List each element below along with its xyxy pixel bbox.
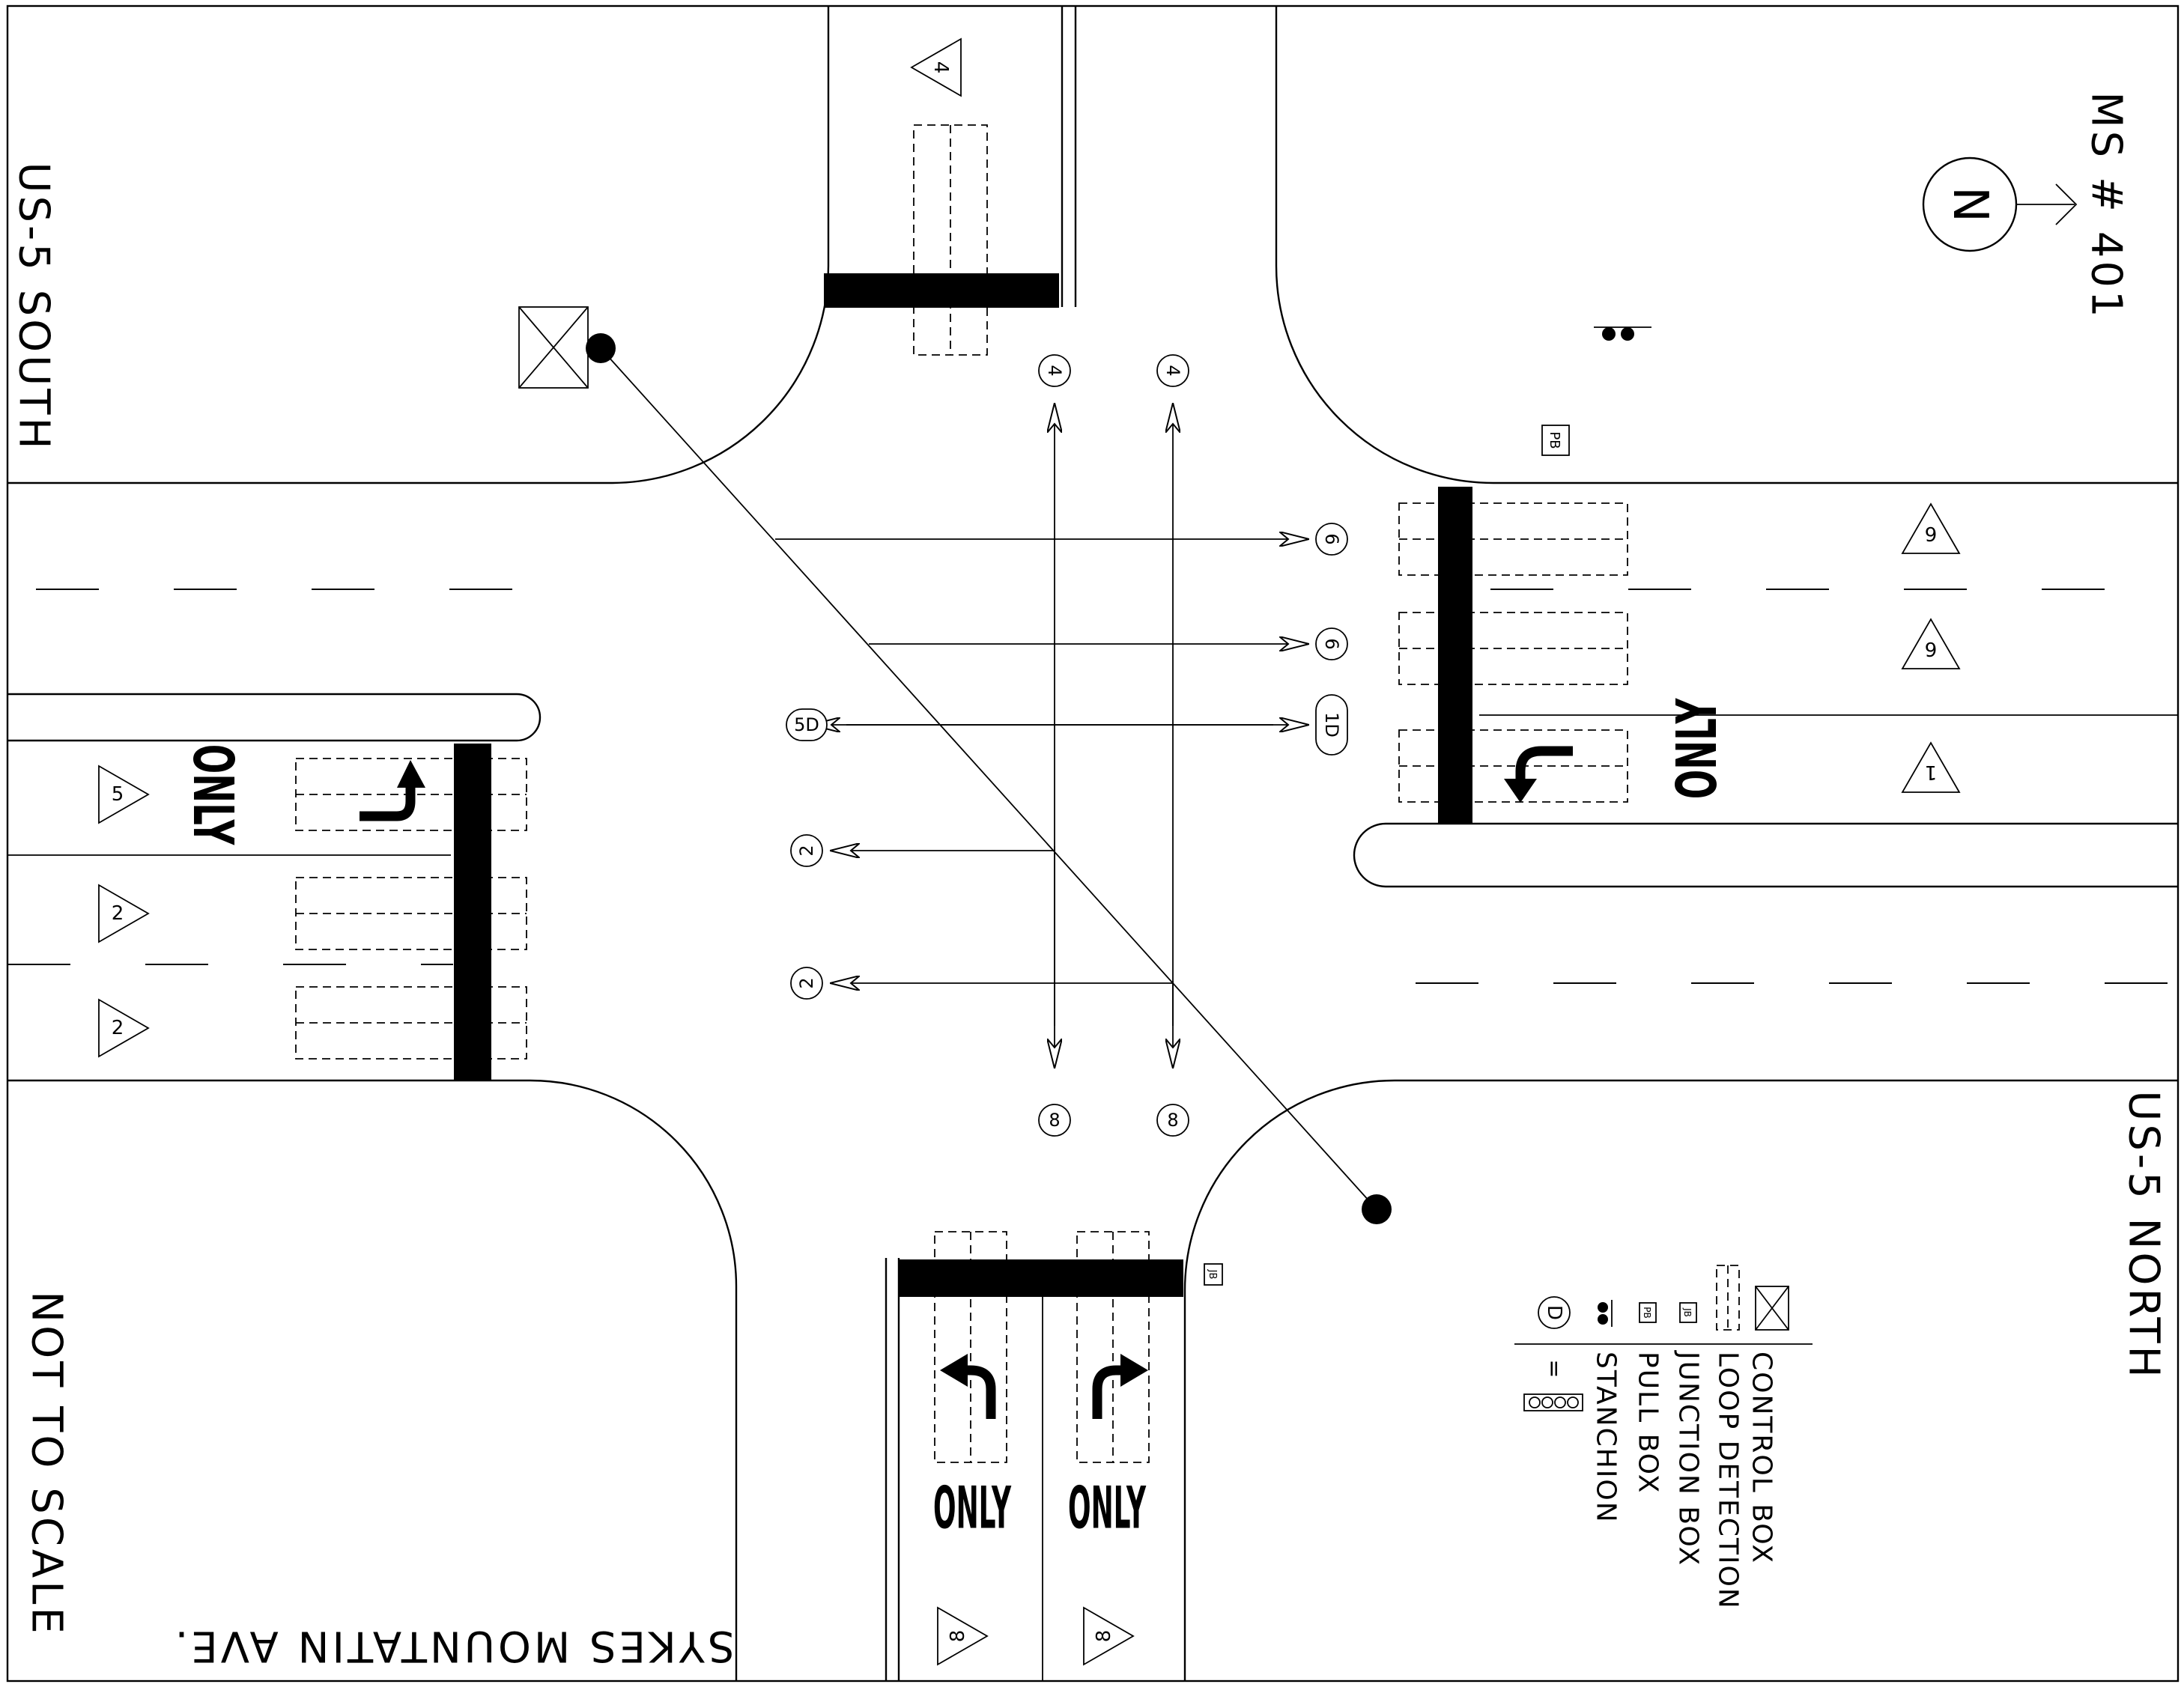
phase-triangle-west-left: 5: [98, 765, 150, 824]
street-label-south: US-5 SOUTH: [10, 162, 58, 452]
legend-control-box-icon: [1755, 1286, 1789, 1331]
legend-item-pull-box: PULL BOX: [1633, 1352, 1663, 1494]
svg-text:4: 4: [1162, 365, 1183, 376]
legend-item-stanchion: STANCHION: [1591, 1352, 1622, 1524]
street-label-north: US-5 NORTH: [2120, 1090, 2168, 1380]
svg-text:2: 2: [796, 977, 817, 988]
legend-pull-box-icon: PB: [1639, 1302, 1657, 1323]
legend-junction-box-icon: JB: [1679, 1302, 1697, 1323]
svg-text:6: 6: [1321, 638, 1342, 649]
legend-item-junction-box: JUNCTION BOX: [1673, 1350, 1704, 1566]
svg-text:8: 8: [947, 1630, 969, 1643]
legend-ped-icon: D: [1538, 1296, 1571, 1329]
phase-circle-east-2: 6: [1315, 627, 1348, 660]
curb-northeast: [1275, 6, 2178, 484]
scale-note: NOT TO SCALE: [22, 1291, 71, 1637]
svg-text:1D: 1D: [1321, 712, 1342, 738]
signal-pole-northwest: [586, 333, 616, 363]
junction-box-icon: JB: [1204, 1263, 1223, 1286]
svg-text:2: 2: [796, 845, 817, 856]
svg-text:2: 2: [112, 902, 124, 925]
only-marking-west: ONLY: [181, 744, 246, 845]
phase-triangle-south-left: 8: [937, 1606, 989, 1666]
legend-ped-signal-icon: [1523, 1393, 1583, 1411]
legend-stanchion-icon: [1598, 1300, 1613, 1327]
controller-cable: [600, 347, 1377, 1210]
phase-circle-west-2: 2: [790, 967, 823, 1000]
only-marking-south-right: ONLY: [1068, 1475, 1147, 1542]
svg-text:4: 4: [1044, 365, 1065, 376]
svg-text:6: 6: [1925, 637, 1938, 660]
phase-triangle-east-2: 6: [1901, 618, 1961, 669]
arrow-east-left-turn: [1504, 746, 1573, 803]
phase-triangle-south-right: 8: [1083, 1606, 1135, 1666]
svg-text:5D: 5D: [794, 714, 819, 735]
phase-triangle-north: 4: [910, 37, 962, 97]
svg-text:JB: JB: [1682, 1307, 1693, 1317]
median-north: [1061, 6, 1077, 307]
legend-equals: =: [1541, 1359, 1568, 1378]
stop-bar-north: [824, 273, 1059, 308]
pull-box-icon: PB: [1541, 425, 1570, 456]
phase-circle-north-1: 4: [1038, 354, 1071, 387]
svg-text:N: N: [1942, 186, 1998, 222]
arrow-west-right-turn: [360, 760, 425, 821]
svg-text:PB: PB: [1642, 1307, 1652, 1318]
arrow-south-right-turn: [1092, 1354, 1148, 1419]
stop-bar-east: [1438, 487, 1472, 824]
phase-circle-west-1: 2: [790, 834, 823, 867]
phase-triangle-west-2: 2: [98, 998, 150, 1058]
curb-southeast: [1183, 1079, 2178, 1681]
svg-text:6: 6: [1925, 522, 1938, 544]
only-marking-south-left: ONLY: [933, 1475, 1012, 1542]
legend-item-loop-detection: LOOP DETECTION: [1713, 1352, 1744, 1610]
curb-southwest: [7, 1079, 738, 1681]
svg-text:8: 8: [1093, 1630, 1115, 1643]
legend: JB PB D = CONTROL BOX LOOP DETECTION JUN…: [1514, 1265, 1813, 1610]
median-west: [7, 693, 542, 742]
signal-vectors: [775, 404, 1308, 1067]
phase-circle-south-1: 8: [1038, 1104, 1071, 1137]
junction-box-label: JB: [1207, 1269, 1218, 1280]
north-arrow: N: [1922, 156, 2078, 252]
legend-item-control-box: CONTROL BOX: [1747, 1352, 1777, 1564]
phase-circle-west-ped: 5D: [786, 708, 828, 741]
median-east: [1353, 822, 2178, 888]
svg-text:D: D: [1543, 1305, 1565, 1320]
stop-bar-south: [899, 1259, 1183, 1297]
phase-circle-south-2: 8: [1156, 1104, 1189, 1137]
svg-text:4: 4: [929, 61, 952, 74]
phase-triangle-west-1: 2: [98, 884, 150, 943]
phase-circle-east-ped: 1D: [1315, 694, 1348, 756]
svg-text:8: 8: [1049, 1110, 1060, 1131]
phase-circle-north-2: 4: [1156, 354, 1189, 387]
phase-triangle-east-left: 1: [1901, 741, 1961, 793]
pull-box-label: PB: [1547, 431, 1562, 449]
signal-pole-southeast: [1362, 1194, 1392, 1224]
svg-text:5: 5: [112, 783, 124, 806]
street-label-cross: SYKES MOUNTATIN AVE.: [172, 1622, 735, 1671]
control-box: [518, 306, 589, 389]
svg-text:1: 1: [1925, 761, 1938, 783]
svg-text:6: 6: [1321, 533, 1342, 544]
phase-circle-east-1: 6: [1315, 523, 1348, 556]
curb-northwest: [7, 6, 830, 484]
median-south: [885, 1258, 900, 1681]
stop-bar-west: [454, 744, 491, 1080]
svg-text:8: 8: [1167, 1110, 1178, 1131]
drawing-title: MS # 401: [2082, 91, 2131, 320]
legend-loop-icon: [1716, 1265, 1740, 1331]
drawing-border: [6, 4, 2180, 1683]
svg-text:2: 2: [112, 1017, 124, 1039]
phase-triangle-east-1: 6: [1901, 502, 1961, 554]
stanchion-icon: [1594, 326, 1651, 341]
arrow-south-left-turn: [940, 1354, 996, 1419]
only-marking-east: ONLY: [1663, 698, 1729, 799]
